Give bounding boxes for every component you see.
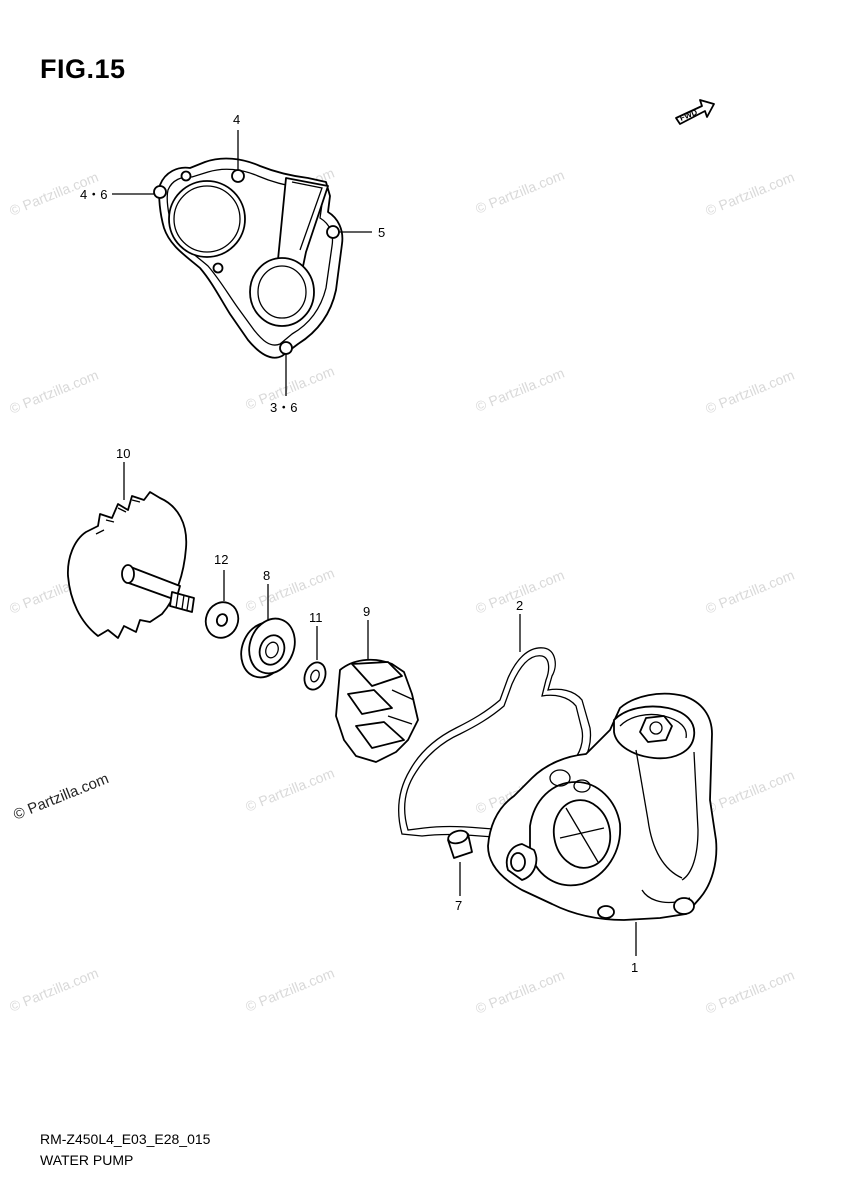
watermark: © Partzilla.com: [473, 167, 566, 217]
pump-housing-part: 1: [487, 692, 718, 975]
callout-4-6: 4・6: [80, 187, 107, 202]
watermark: © Partzilla.com: [703, 967, 796, 1017]
watermark: © Partzilla.com: [243, 965, 336, 1015]
callout-4: 4: [233, 112, 240, 127]
callout-5: 5: [378, 225, 385, 240]
drive-gear-part: 10: [67, 446, 195, 639]
watermark: © Partzilla.com: [473, 365, 566, 415]
cover-callouts: 4 4・6 5 3・6: [80, 112, 385, 415]
watermark: © Partzilla.com: [703, 367, 796, 417]
callout-9: 9: [363, 604, 370, 619]
callout-8: 8: [263, 568, 270, 583]
fwd-label: FWD: [678, 108, 698, 123]
watermark: © Partzilla.com: [703, 767, 796, 817]
washer-part: 12: [204, 552, 240, 639]
callout-3-6: 3・6: [270, 400, 297, 415]
callout-7: 7: [455, 898, 462, 913]
callout-1: 1: [631, 960, 638, 975]
watermark: © Partzilla.com: [7, 965, 100, 1015]
watermark: © Partzilla.com: [243, 765, 336, 815]
watermark: © Partzilla.com: [11, 770, 111, 824]
watermark: © Partzilla.com: [703, 567, 796, 617]
model-code: RM-Z450L4_E03_E28_015: [40, 1131, 211, 1147]
watermark: © Partzilla.com: [703, 169, 796, 219]
oil-seal-part: 8: [240, 568, 296, 679]
dowel-pin-part: 7: [447, 829, 473, 913]
callout-2: 2: [516, 598, 523, 613]
watermark: © Partzilla.com: [243, 565, 336, 615]
pump-cover-part: [153, 157, 344, 359]
callout-12: 12: [214, 552, 228, 567]
watermark: © Partzilla.com: [473, 967, 566, 1017]
section-name: WATER PUMP: [40, 1152, 134, 1168]
callout-11: 11: [309, 610, 323, 625]
watermark: © Partzilla.com: [7, 367, 100, 417]
fwd-arrow-icon: FWD: [675, 99, 715, 125]
figure-title: FIG.15: [40, 54, 126, 84]
callout-10: 10: [116, 446, 130, 461]
impeller-part: 9: [335, 604, 419, 763]
small-washer-part: 11: [303, 610, 327, 691]
